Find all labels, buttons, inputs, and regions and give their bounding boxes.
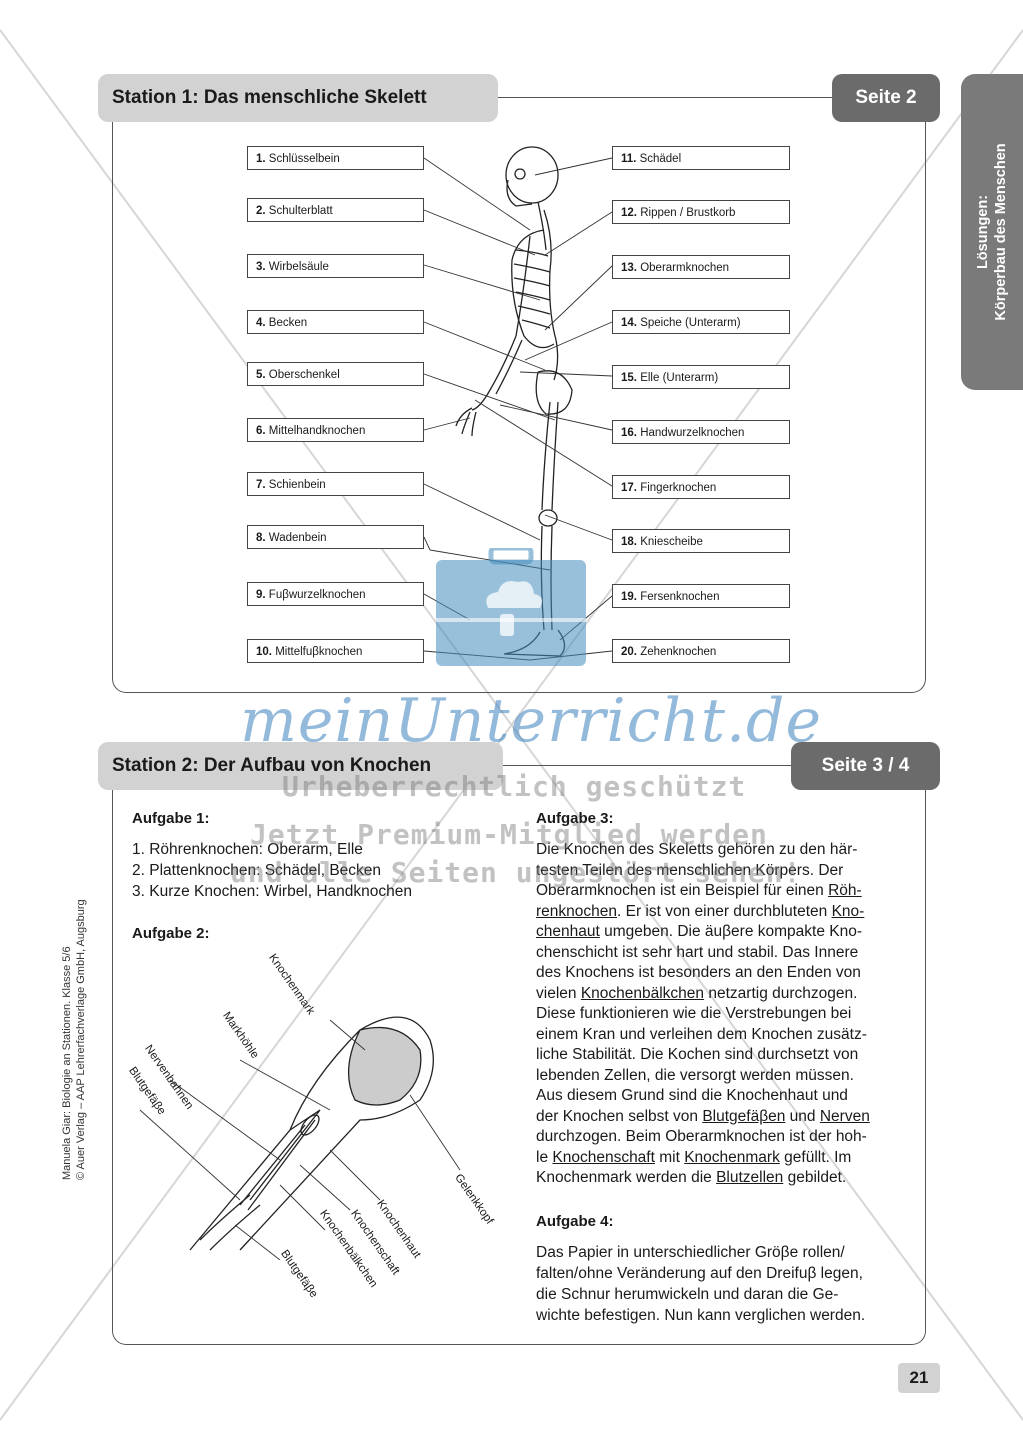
skeleton-label-16: 16. Handwurzelknochen <box>612 420 790 444</box>
aufgabe1-line2: 2. Plattenknochen: Schädel, Becken <box>132 862 382 879</box>
side-tab: Lösungen: Körperbau des Menschen <box>961 74 1023 390</box>
aufgabe4-line3: die Schnur herumwickeln und daran die Ge… <box>536 1286 839 1303</box>
aufgabe1-line1: 1. Röhrenknochen: Oberarm, Elle <box>132 841 363 858</box>
watermark-line2: Jetzt Premium-Mitglied werden <box>250 818 768 851</box>
watermark-line3: und alle Seiten ungestört sehen! <box>230 856 802 889</box>
skeleton-label-14: 14. Speiche (Unterarm) <box>612 310 790 334</box>
skeleton-label-3: 3. Wirbelsäule <box>247 254 424 278</box>
skeleton-label-7: 7. Schienbein <box>247 472 424 496</box>
aufgabe4-heading: Aufgabe 4: <box>536 1213 614 1230</box>
station1-title: Station 1: Das menschliche Skelett <box>98 74 498 122</box>
aufgabe3-heading: Aufgabe 3: <box>536 810 614 827</box>
skeleton-label-19: 19. Fersenknochen <box>612 584 790 608</box>
skeleton-label-6: 6. Mittelhandknochen <box>247 418 424 442</box>
station2-frame <box>112 766 926 1345</box>
skeleton-label-1: 1. Schlüsselbein <box>247 146 424 170</box>
bone-illustration <box>139 1016 461 1260</box>
skeleton-label-18: 18. Kniescheibe <box>612 529 790 553</box>
station2-rule <box>503 765 791 766</box>
station2-title: Station 2: Der Aufbau von Knochen <box>98 742 503 790</box>
aufgabe2-heading: Aufgabe 2: <box>132 925 210 942</box>
skeleton-label-11: 11. Schädel <box>612 146 790 170</box>
skeleton-label-9: 9. Fuβwurzelknochen <box>247 582 424 606</box>
station1-frame <box>112 98 926 693</box>
aufgabe1-heading: Aufgabe 1: <box>132 810 210 827</box>
skeleton-label-5: 5. Oberschenkel <box>247 362 424 386</box>
skeleton-label-13: 13. Oberarmknochen <box>612 255 790 279</box>
skeleton-label-8: 8. Wadenbein <box>247 525 424 549</box>
station2-seite: Seite 3 / 4 <box>791 742 940 790</box>
station1-seite: Seite 2 <box>832 74 940 122</box>
aufgabe4-line2: falten/ohne Veränderung auf den Dreifuβ … <box>536 1265 863 1282</box>
aufgabe4-line4: wichte befestigen. Nun kann verglichen w… <box>536 1307 866 1324</box>
skeleton-label-15: 15. Elle (Unterarm) <box>612 365 790 389</box>
station1-rule <box>498 97 832 98</box>
aufgabe1-line3: 3. Kurze Knochen: Wirbel, Handknochen <box>132 883 413 900</box>
watermark-line1: Urheberrechtlich geschützt <box>282 770 747 803</box>
skeleton-label-20: 20. Zehenknochen <box>612 639 790 663</box>
skeleton-label-17: 17. Fingerknochen <box>612 475 790 499</box>
skeleton-label-10: 10. Mittelfuβknochen <box>247 639 424 663</box>
briefcase-cloud-icon <box>436 548 586 666</box>
page-number: 21 <box>898 1363 940 1393</box>
aufgabe3-text: Die Knochen des Skeletts gehören zu den … <box>536 841 870 1186</box>
skeleton-label-12: 12. Rippen / Brustkorb <box>612 200 790 224</box>
skeleton-label-4: 4. Becken <box>247 310 424 334</box>
watermark-logo: meinUnterricht.de <box>240 686 822 756</box>
skeleton-label-2: 2. Schulterblatt <box>247 198 424 222</box>
publisher-credit: Manuela Giar: Biologie an Stationen. Kla… <box>61 899 87 1180</box>
aufgabe4-line1: Das Papier in unterschiedlicher Gröβe ro… <box>536 1244 845 1261</box>
